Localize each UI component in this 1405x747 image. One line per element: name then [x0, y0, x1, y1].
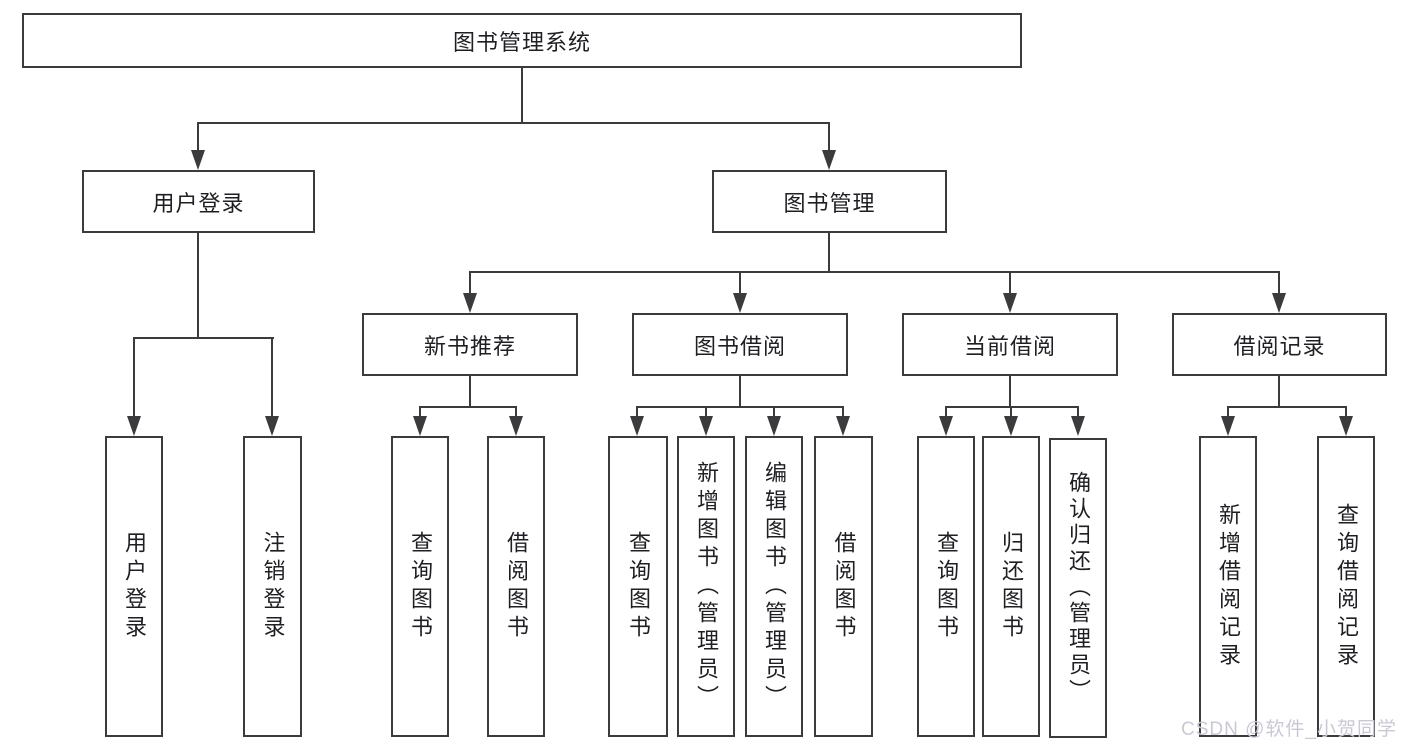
connector-line [1009, 271, 1011, 297]
connector-line [469, 271, 471, 297]
connector-line [271, 337, 273, 418]
leaf-user-login: 用户登录 [105, 436, 163, 737]
connector-line [419, 406, 421, 420]
arrow-down-icon [191, 150, 205, 170]
leaf-label: 确认归还（管理员） [1066, 471, 1091, 705]
node-label: 图书借阅 [693, 333, 786, 359]
leaf-label: 用户登录 [122, 530, 147, 643]
arrow-down-icon [822, 150, 836, 170]
leaf-cb-confirm-return-admin: 确认归还（管理员） [1049, 438, 1107, 738]
arrow-down-icon [413, 416, 427, 436]
leaf-label: 编辑图书（管理员） [762, 460, 787, 713]
connector-line [636, 406, 638, 420]
node-new-book-recommend: 新书推荐 [362, 313, 578, 376]
leaf-label: 查询图书 [626, 530, 651, 643]
leaf-label: 新增借阅记录 [1216, 502, 1241, 671]
leaf-label: 借阅图书 [504, 530, 529, 643]
connector-line [739, 271, 741, 297]
connector-line [1345, 406, 1347, 420]
connector-line [828, 122, 830, 154]
connector-line [197, 122, 830, 124]
leaf-label: 借阅图书 [831, 530, 857, 643]
connector-line [133, 337, 135, 418]
arrow-down-icon [1221, 416, 1235, 436]
connector-line [515, 406, 517, 420]
csdn-watermark: CSDN @软件_小贺同学 [1181, 719, 1397, 740]
connector-line [197, 233, 199, 337]
connector-line [945, 406, 1079, 408]
leaf-label: 归还图书 [999, 530, 1024, 643]
leaf-label: 查询图书 [408, 530, 433, 643]
connector-line [1278, 376, 1280, 406]
connector-line [773, 406, 775, 420]
connector-line [1077, 406, 1079, 420]
connector-line [197, 122, 199, 154]
leaf-label: 新增图书（管理员） [694, 460, 719, 713]
leaf-logout-login: 注销登录 [243, 436, 302, 737]
node-label: 图书管理系统 [452, 29, 591, 55]
node-book-borrowing: 图书借阅 [632, 313, 848, 376]
connector-line [636, 406, 844, 408]
connector-line [705, 406, 707, 420]
arrow-down-icon [1003, 293, 1017, 313]
leaf-nb-query-books: 查询图书 [391, 436, 449, 737]
leaf-bb-add-book-admin: 新增图书（管理员） [677, 436, 735, 737]
arrow-down-icon [463, 293, 477, 313]
leaf-br-add-record: 新增借阅记录 [1199, 436, 1257, 737]
node-label: 借阅记录 [1233, 333, 1326, 359]
connector-line [1227, 406, 1229, 420]
leaf-bb-borrow-books: 借阅图书 [814, 436, 873, 737]
node-label: 新书推荐 [423, 333, 516, 359]
node-user-login: 用户登录 [82, 170, 315, 233]
connector-line [133, 337, 274, 339]
leaf-bb-edit-book-admin: 编辑图书（管理员） [745, 436, 803, 737]
arrow-down-icon [265, 416, 279, 436]
connector-line [521, 68, 523, 122]
node-label: 用户登录 [152, 190, 245, 216]
arrow-down-icon [836, 416, 850, 436]
connector-line [1227, 406, 1347, 408]
connector-line [842, 406, 844, 420]
leaf-label: 查询图书 [934, 530, 959, 643]
node-borrowing-records: 借阅记录 [1172, 313, 1387, 376]
node-label: 图书管理 [783, 190, 876, 216]
leaf-label: 注销登录 [260, 530, 286, 643]
connector-line [469, 271, 1280, 273]
leaf-cb-return-books: 归还图书 [982, 436, 1040, 737]
leaf-nb-borrow-books: 借阅图书 [487, 436, 545, 737]
connector-line [1009, 376, 1011, 406]
connector-line [469, 376, 471, 406]
arrow-down-icon [630, 416, 644, 436]
arrow-down-icon [127, 416, 141, 436]
connector-line [945, 406, 947, 420]
leaf-label: 查询借阅记录 [1334, 502, 1359, 671]
node-library-management-system: 图书管理系统 [22, 13, 1022, 68]
node-book-management: 图书管理 [712, 170, 947, 233]
node-current-borrowing: 当前借阅 [902, 313, 1118, 376]
arrow-down-icon [939, 416, 953, 436]
arrow-down-icon [733, 293, 747, 313]
connector-line [1278, 271, 1280, 297]
leaf-bb-query-books: 查询图书 [608, 436, 668, 737]
arrow-down-icon [1004, 416, 1018, 436]
arrow-down-icon [1272, 293, 1286, 313]
connector-line [739, 376, 741, 406]
connector-line [828, 233, 830, 271]
node-label: 当前借阅 [963, 333, 1056, 359]
arrow-down-icon [699, 416, 713, 436]
arrow-down-icon [1339, 416, 1353, 436]
connector-line [1010, 406, 1012, 420]
leaf-cb-query-books: 查询图书 [917, 436, 975, 737]
connector-line [419, 406, 517, 408]
arrow-down-icon [509, 416, 523, 436]
leaf-br-query-record: 查询借阅记录 [1317, 436, 1375, 737]
arrow-down-icon [767, 416, 781, 436]
arrow-down-icon [1071, 416, 1085, 436]
